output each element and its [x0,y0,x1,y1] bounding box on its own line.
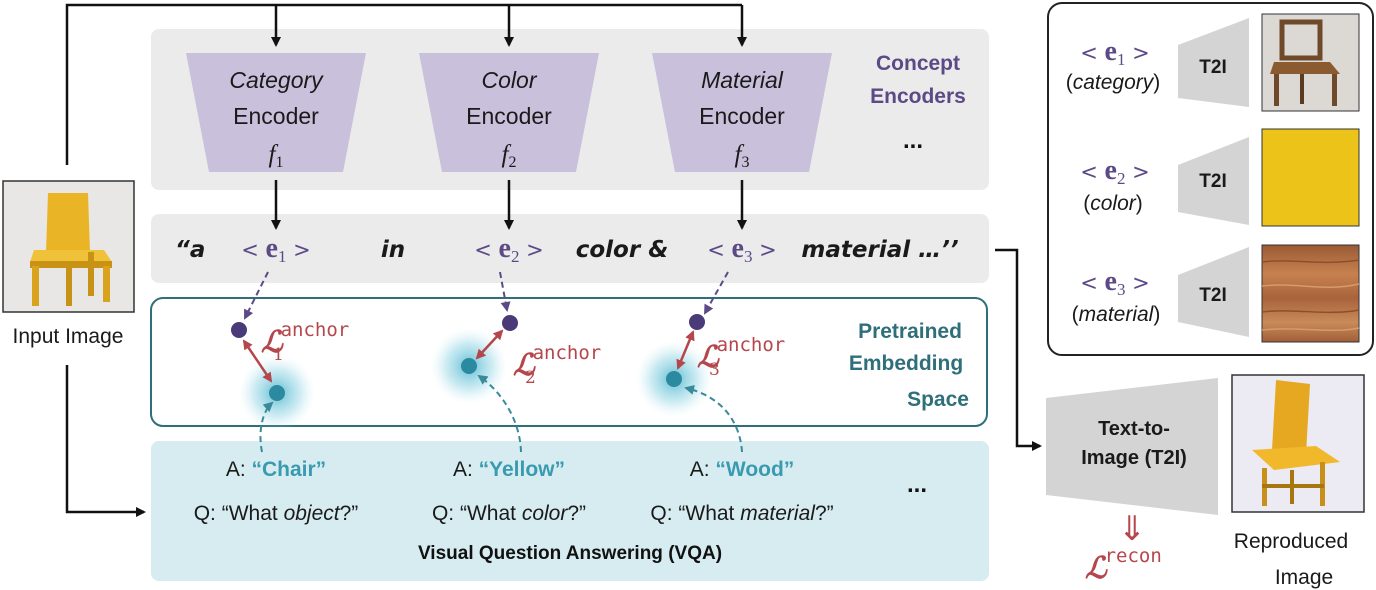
prompt-token-2: < e2 > [474,233,544,266]
embedding-space-panel [150,297,988,427]
vqa-answer-1: A: “Chair” [226,458,326,481]
anchor-arrow-1 [242,339,273,383]
vqa-panel [151,441,989,581]
vqa-question-2: Q: “What color?” [432,502,586,525]
encoder-symbol: f [735,141,745,168]
t2i-main-line1: Text-to- [1098,418,1170,440]
svg-text:(material): (material) [1072,303,1161,326]
vqa-to-embedding-arrow-2 [477,374,522,453]
token-to-embedding-arrow-2 [499,271,511,312]
anchor-loss-sub-3: 3 [709,360,720,380]
input-to-vqa-line [65,365,146,517]
side-image-wood [1261,244,1360,343]
svg-text:f2: f2 [502,141,517,171]
reproduced-label-line2: Image [1275,566,1333,589]
recon-loss: ℒrecon [1085,545,1162,586]
side-t2i-label-3: T2I [1199,285,1226,306]
anchor-arrow-3 [676,330,695,370]
prompt-word-material: material …’’ [801,237,958,263]
concept-encoders-label-line2: Encoders [870,85,966,108]
encoder-name: Material [701,67,784,93]
encoder-subscript: 2 [508,154,516,171]
prompt-to-t2i-line [995,248,1042,451]
vqa-title: Visual Question Answering (VQA) [418,543,722,564]
recon-arrow: ⇓ [1118,509,1147,549]
side-caption-3: material [1079,303,1155,326]
vqa-answer-2: A: “Yellow” [453,458,565,481]
encoder-subscript: 3 [741,154,749,171]
prompt-word-in: in [381,237,405,263]
vqa-answer-3: A: “Wood” [690,458,795,481]
embedding-label-line3: Space [907,388,969,411]
input-image [2,180,135,313]
prompt-token-1: < e1 > [241,233,311,266]
embedding-label-line2: Embedding [849,352,963,375]
svg-text:(color): (color) [1083,192,1143,215]
vqa-embedding-dot-3 [666,371,682,387]
anchor-loss-sub-2: 2 [525,368,536,388]
encoder-symbol: f [269,141,279,168]
encoder-subscript: 1 [275,154,283,171]
vqa-ellipsis: ... [907,471,927,498]
side-image-color [1261,128,1360,227]
anchor-loss-sub-1: 1 [273,345,284,365]
prompt-token-3: < e3 > [707,233,777,266]
anchor-loss-3: ℒanchor [697,334,785,375]
encoder-word: Encoder [699,103,785,129]
side-token-1: < e1 > [1080,36,1150,69]
embedding-label-line1: Pretrained [858,320,962,343]
encoder-word: Encoder [233,103,319,129]
vqa-embedding-dot-2 [461,358,477,374]
anchor-loss-2: ℒanchor [513,342,601,383]
side-t2i-2 [1178,137,1249,225]
concept-encoders-label-line1: Concept [876,52,960,75]
side-token-3: < e3 > [1080,266,1150,299]
encoder-symbol: f [502,141,512,168]
input-feed-line [65,3,742,165]
anchor-arrow-2 [475,329,504,360]
side-caption-1: category [1073,71,1155,94]
encoder-category: Category Encoder f1 [186,53,366,172]
t2i-main-block [1046,378,1218,515]
svg-text:(category): (category) [1066,71,1161,94]
prompt-panel [151,214,989,283]
encoder-material: Material Encoder f3 [652,53,832,172]
side-t2i-label-1: T2I [1199,57,1226,78]
side-caption-2: color [1090,192,1137,215]
t2i-main-line2: Image (T2I) [1081,447,1187,469]
token-embedding-dot-3 [689,314,705,330]
side-t2i-label-2: T2I [1199,171,1226,192]
vqa-embedding-dot-1 [269,385,285,401]
vqa-to-embedding-arrow-1 [259,401,274,453]
side-t2i-3 [1178,247,1249,337]
side-token-2: < e2 > [1080,155,1150,188]
vqa-question-1: Q: “What object?” [194,502,359,525]
svg-text:f3: f3 [735,141,750,171]
token-embedding-dot-1 [231,322,247,338]
encoder-name: Color [482,67,538,93]
prompt-word-color: color & [576,237,669,263]
anchor-loss-1: ℒanchor [261,319,349,360]
encoder-color: Color Encoder f2 [419,53,599,172]
svg-text:f1: f1 [269,141,284,171]
vqa-to-embedding-arrow-3 [684,384,743,453]
reproduced-label-line1: Reproduced [1234,530,1348,553]
encoder-name: Category [229,67,324,93]
encoders-ellipsis: ... [903,127,923,154]
input-image-label: Input Image [13,325,124,348]
token-to-embedding-arrow-1 [244,271,269,320]
prompt-open: “a [175,237,205,263]
token-embedding-dot-2 [502,315,518,331]
vqa-question-3: Q: “What material?” [650,502,833,525]
side-t2i-1 [1178,18,1249,107]
side-image-chair [1261,13,1360,112]
token-to-embedding-arrow-3 [704,271,729,315]
reproduced-image [1231,374,1365,513]
encoder-word: Encoder [466,103,552,129]
